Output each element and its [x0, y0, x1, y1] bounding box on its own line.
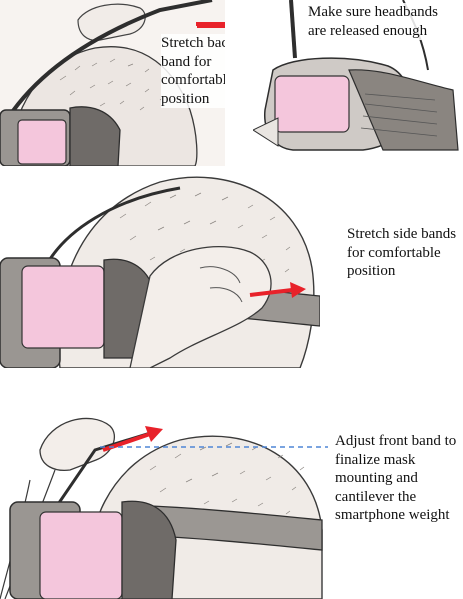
- step-caption-headbands-released: Make sure headbands are released enough: [308, 3, 458, 40]
- panel-back-band: Stretch back band for comfortable positi…: [0, 0, 225, 166]
- panel-headbands-released: Make sure headbands are released enough: [253, 0, 463, 166]
- panel-front-band: [0, 410, 325, 599]
- panel-side-bands: [0, 168, 320, 368]
- red-arrow-icon: [195, 16, 225, 36]
- step-caption-front-band: Adjust front band to finalize mask mount…: [335, 432, 460, 525]
- step-caption-side-bands: Stretch side bands for comfortable posit…: [347, 225, 459, 281]
- step-caption-back-band: Stretch back band for comfortable positi…: [161, 34, 225, 108]
- dashed-reference-line: [100, 442, 330, 452]
- side-bands-sketch: [0, 168, 320, 368]
- red-arrow-icon: [248, 281, 308, 303]
